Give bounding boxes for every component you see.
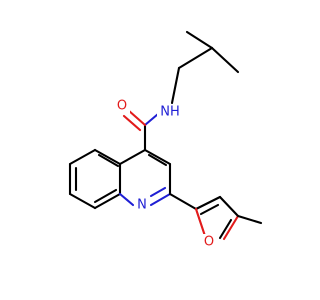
bond-quinoline-8 [143, 148, 172, 166]
bond-carbonyl-lower [122, 114, 142, 132]
label-bg-ring-n [134, 197, 150, 213]
bond-isobutyl-c2 [210, 46, 240, 74]
bond-furan-2 [218, 195, 240, 218]
bond-amide-nh-left [143, 112, 160, 127]
bond-quinoline-6 [93, 192, 122, 210]
bond-quinoline-3 [68, 148, 97, 166]
bond-methyl [236, 214, 263, 225]
label-bg-furan-o [201, 234, 217, 250]
label-bg-amide-nh [157, 104, 183, 120]
bond-quinoline-10 [149, 192, 172, 207]
bond-isobutyl-c4 [170, 66, 181, 105]
bond-furan-double-1 [199, 203, 220, 216]
bond-quinoline-11 [118, 192, 135, 207]
bond-quinoline-inner-3 [93, 188, 118, 204]
bond-furan-3 [222, 214, 240, 241]
bond-quinoline-1 [118, 148, 147, 166]
bond-carbonyl-upper [126, 108, 147, 127]
molecule-diagram: O NH N O [68, 30, 263, 250]
label-bg-carbonyl-o [114, 98, 130, 114]
bond-quinoline-2 [93, 148, 122, 166]
bond-isobutyl-c1 [185, 30, 214, 50]
label-ring-nitrogen: N [137, 198, 147, 213]
bond-quinoline-5 [68, 192, 97, 210]
bond-quinoline-inner-4 [147, 153, 168, 167]
bond-isobutyl-c3 [177, 46, 214, 70]
bond-furan-link [168, 192, 198, 211]
bond-quinoline-inner-5 [149, 186, 167, 198]
bond-furan-1 [194, 195, 222, 211]
bond-furan-double-2 [218, 218, 233, 240]
label-carbonyl-oxygen: O [117, 99, 127, 114]
label-amide-nh: NH [160, 105, 180, 120]
molecule-svg: O NH N O [68, 30, 263, 250]
label-furan-oxygen: O [204, 235, 214, 250]
bond-quinoline-inner-1 [97, 153, 120, 168]
